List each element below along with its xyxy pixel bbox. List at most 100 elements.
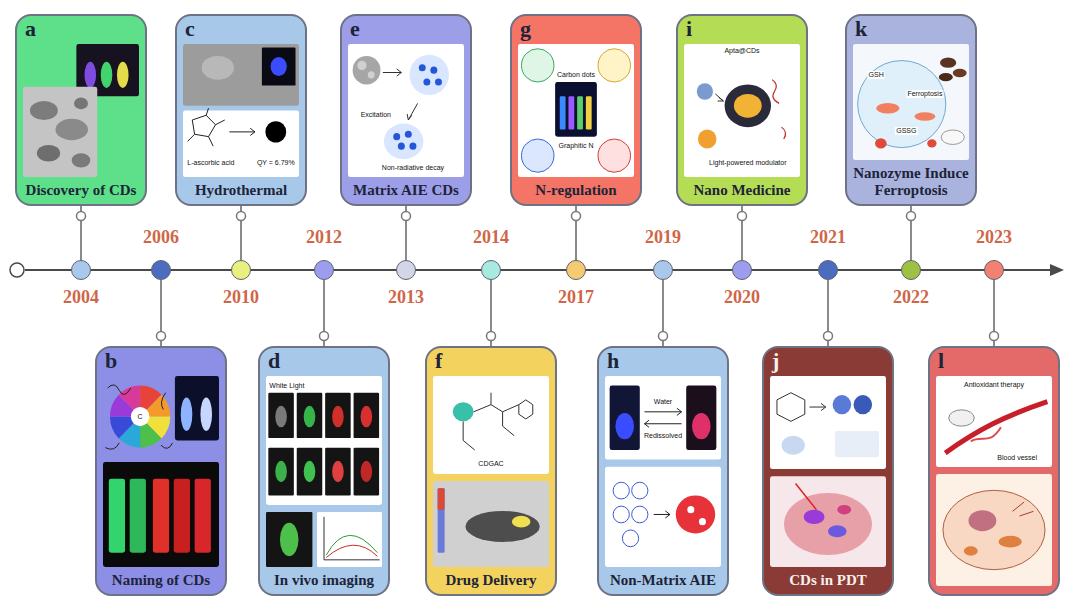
year-marker: 2023	[984, 260, 1004, 280]
figure-label: Ferroptosis	[906, 90, 943, 98]
art-shape	[435, 78, 442, 85]
art-block	[610, 386, 640, 450]
milestone-panel: Carbon dotsGraphitic NgN-regulation	[510, 14, 642, 206]
stem-ring	[487, 332, 496, 341]
milestone-panel: aDiscovery of CDs	[15, 14, 147, 206]
art-shape	[304, 461, 316, 482]
art-block	[317, 512, 382, 567]
panel-letter: i	[686, 17, 692, 41]
panel-figure: L-ascorbic acid QY = 6.79%	[183, 44, 299, 177]
figure-label: C	[137, 413, 144, 421]
art-shape	[804, 510, 825, 524]
year-label: 2020	[724, 287, 760, 307]
panel-letter: h	[607, 349, 619, 373]
panel-illustration	[518, 44, 634, 177]
art-shape	[409, 55, 448, 95]
art-shape	[409, 143, 416, 150]
art-shape	[699, 518, 706, 525]
panel-title: Discovery of CDs	[21, 182, 141, 199]
art-line	[945, 402, 1047, 453]
art-line	[772, 80, 785, 139]
art-shape	[430, 67, 437, 74]
art-shape	[692, 413, 711, 439]
art-block	[325, 448, 351, 496]
art-shape	[465, 511, 539, 542]
art-shape	[854, 395, 873, 414]
art-shape	[953, 69, 967, 77]
art-shape	[914, 112, 935, 120]
milestone-panel: CbNaming of CDs	[95, 346, 227, 596]
timeline-stem	[907, 206, 916, 260]
panel-figure: ExcitationNon-radiative decay	[348, 44, 464, 177]
milestone-panel: WaterRedissolvedhNon-Matrix AIE	[597, 346, 729, 596]
panel-letter: f	[435, 349, 442, 373]
timeline-stem	[320, 280, 329, 346]
art-shape	[423, 78, 430, 85]
art-shape	[368, 71, 375, 78]
art-block	[325, 393, 351, 438]
figure-label: Graphitic N	[557, 142, 594, 150]
art-block	[354, 393, 380, 438]
art-shape	[734, 94, 762, 118]
art-shape	[361, 406, 373, 427]
panel-title: In vivo imaging	[264, 572, 384, 589]
panel-illustration	[266, 376, 382, 567]
figure-label: CDGAC	[477, 460, 504, 468]
stem-ring	[738, 212, 747, 221]
art-shape	[280, 523, 299, 556]
art-shape	[271, 57, 287, 76]
art-block	[266, 376, 382, 505]
art-shape	[275, 461, 287, 482]
stem-ring	[77, 212, 86, 221]
art-block	[936, 376, 1052, 467]
art-shape	[353, 56, 381, 85]
figure-label: GSSG	[895, 127, 917, 135]
art-shape	[117, 62, 129, 88]
art-block	[183, 111, 299, 178]
figure-label: QY = 6.79%	[256, 159, 296, 167]
panel-letter: j	[772, 349, 779, 373]
art-shape	[837, 505, 851, 515]
art-line	[229, 128, 255, 135]
stem-ring	[402, 212, 411, 221]
milestone-panel: GSHGSSGFerroptosiskNanozyme Induce Ferro…	[845, 14, 977, 206]
art-block	[268, 448, 294, 496]
art-shape	[676, 495, 715, 533]
figure-label: Redissolved	[643, 432, 683, 440]
art-shape	[30, 101, 58, 120]
art-shape	[332, 406, 344, 427]
art-block	[577, 96, 583, 129]
timeline-stem	[402, 206, 411, 260]
figure-label: L-ascorbic acid	[186, 159, 235, 167]
panel-title: Nano Medicine	[682, 182, 802, 199]
panel-title: Hydrothermal	[181, 182, 301, 199]
panel-title: Non-Matrix AIE	[603, 572, 723, 589]
panel-figure	[23, 44, 139, 177]
art-shape	[84, 62, 96, 88]
art-shape	[200, 397, 212, 430]
art-block	[266, 512, 312, 567]
panel-figure: White Light	[266, 376, 382, 567]
art-line	[324, 517, 380, 560]
art-block	[109, 479, 125, 553]
art-block	[853, 44, 969, 160]
stem-ring	[990, 332, 999, 341]
year-label: 2012	[306, 227, 342, 247]
art-shape	[622, 530, 638, 547]
art-block	[297, 393, 323, 438]
art-shape	[941, 130, 964, 145]
panel-letter: g	[520, 17, 531, 41]
art-block	[103, 462, 219, 567]
art-shape	[615, 413, 634, 439]
art-shape	[613, 482, 629, 499]
art-shape	[687, 506, 694, 513]
timeline-stem	[487, 280, 496, 346]
art-shape	[332, 461, 344, 482]
art-block	[262, 48, 296, 86]
year-marker: 2020	[732, 260, 752, 280]
art-block	[268, 393, 294, 438]
art-line	[188, 108, 225, 146]
panel-letter: a	[25, 17, 36, 41]
timeline-stem	[824, 280, 833, 346]
panel-illustration	[684, 44, 800, 177]
